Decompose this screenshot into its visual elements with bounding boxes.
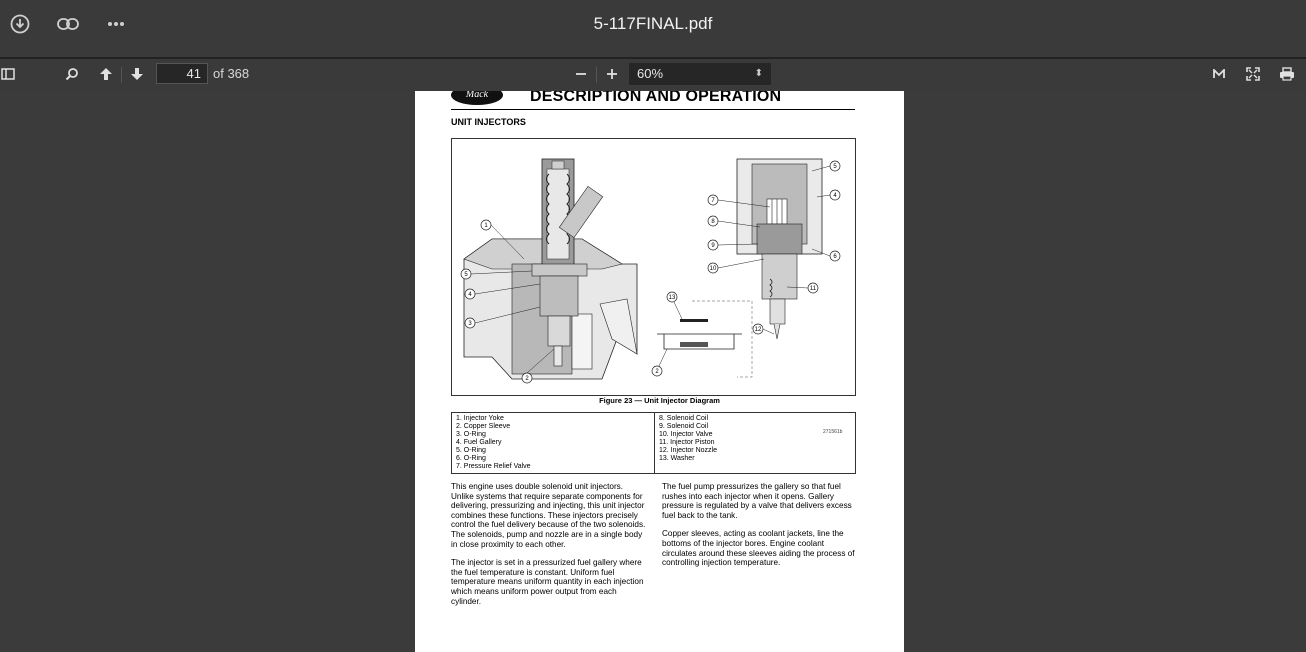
print-icon[interactable]: [1277, 63, 1297, 85]
arrow-up-icon[interactable]: [96, 63, 116, 85]
callout-4: 4: [468, 292, 472, 298]
legend-item: 3. O-Ring: [456, 431, 486, 438]
more-icon[interactable]: [102, 10, 130, 38]
titlebar-divider: [0, 57, 1306, 59]
paragraph: This engine uses double solenoid unit in…: [451, 482, 646, 549]
callout-12: 12: [755, 327, 762, 333]
callout-1: 1: [484, 223, 488, 229]
paragraph: The injector is set in a pressurized fue…: [451, 558, 644, 606]
pdf-page: Mack DESCRIPTION AND OPERATION UNIT INJE…: [415, 91, 904, 652]
figure-caption: Figure 23 — Unit Injector Diagram: [599, 396, 720, 405]
tools-icon[interactable]: [1209, 63, 1229, 85]
legend-right: 8. Solenoid Coil 9. Solenoid Coil 10. In…: [659, 415, 717, 463]
injector-diagram: 1 5 4 3 2 13 2: [451, 138, 856, 435]
callout-2: 2: [525, 376, 529, 382]
legend-item: 13. Washer: [659, 455, 695, 462]
figure-id: 271561b: [823, 429, 843, 435]
callout-5: 5: [464, 272, 468, 278]
legend-item: 12. Injector Nozzle: [659, 447, 717, 454]
select-arrows-icon: ⬍: [754, 68, 763, 79]
legend-item: 6. O-Ring: [456, 455, 486, 462]
callout-7: 7: [711, 198, 715, 204]
fullscreen-icon[interactable]: [1243, 63, 1263, 85]
callout-2: 2: [655, 369, 659, 375]
callout-3: 3: [468, 321, 472, 327]
legend-item: 8. Solenoid Coil: [659, 415, 709, 422]
arrow-down-icon[interactable]: [127, 63, 147, 85]
search-icon[interactable]: [62, 63, 82, 85]
zoom-value: 60%: [637, 66, 664, 81]
zoom-select[interactable]: 60% ⬍: [629, 63, 771, 85]
legend-item: 7. Pressure Relief Valve: [456, 463, 531, 470]
legend-item: 11. Injector Piston: [659, 439, 715, 446]
legend-item: 5. O-Ring: [456, 447, 486, 454]
body-column-right: The fuel pump pressurizes the gallery so…: [662, 482, 858, 577]
callout-8: 8: [711, 219, 715, 225]
callout-11: 11: [810, 286, 817, 292]
minus-icon[interactable]: [571, 63, 591, 85]
callout-4: 4: [833, 193, 837, 199]
toolbar-separator: [596, 67, 597, 83]
callout-9: 9: [711, 243, 715, 249]
callout-6: 6: [833, 254, 837, 260]
sidebar-toggle-icon[interactable]: [0, 63, 16, 85]
callout-13: 13: [669, 295, 676, 301]
pdf-toolbar: of 368 60% ⬍: [0, 59, 1306, 90]
legend-item: 4. Fuel Gallery: [456, 439, 502, 446]
document-title: 5-117FINAL.pdf: [593, 14, 713, 33]
page-number-input[interactable]: [156, 63, 208, 84]
page-header: Mack DESCRIPTION AND OPERATION: [451, 91, 855, 110]
page-total: of 368: [213, 66, 250, 81]
legend-item: 10. Injector Valve: [659, 431, 713, 438]
title-bar: 5-117FINAL.pdf: [0, 0, 1306, 57]
page-title: DESCRIPTION AND OPERATION: [530, 91, 782, 105]
section-title: UNIT INJECTORS: [451, 117, 526, 127]
legend-item: 1. Injector Yoke: [456, 415, 504, 422]
callout-5: 5: [833, 164, 837, 170]
figure-legend: 1. Injector Yoke 2. Copper Sleeve 3. O-R…: [451, 412, 856, 474]
paragraph: The fuel pump pressurizes the gallery so…: [662, 482, 852, 520]
legend-item: 2. Copper Sleeve: [456, 423, 511, 430]
paragraph: Copper sleeves, acting as coolant jacket…: [662, 529, 855, 568]
callout-10: 10: [710, 266, 717, 272]
link-icon[interactable]: [54, 10, 82, 38]
toolbar-separator: [121, 67, 122, 83]
injector-diagram-drawing: 1 5 4 3 2 13 2: [460, 158, 841, 384]
legend-left: 1. Injector Yoke 2. Copper Sleeve 3. O-R…: [456, 415, 531, 471]
legend-item: 9. Solenoid Coil: [659, 423, 709, 430]
mack-logo: Mack: [451, 91, 503, 105]
body-column-left: This engine uses double solenoid unit in…: [451, 482, 647, 615]
download-icon[interactable]: [6, 10, 34, 38]
legend-divider: [654, 413, 655, 473]
plus-icon[interactable]: [602, 63, 622, 85]
